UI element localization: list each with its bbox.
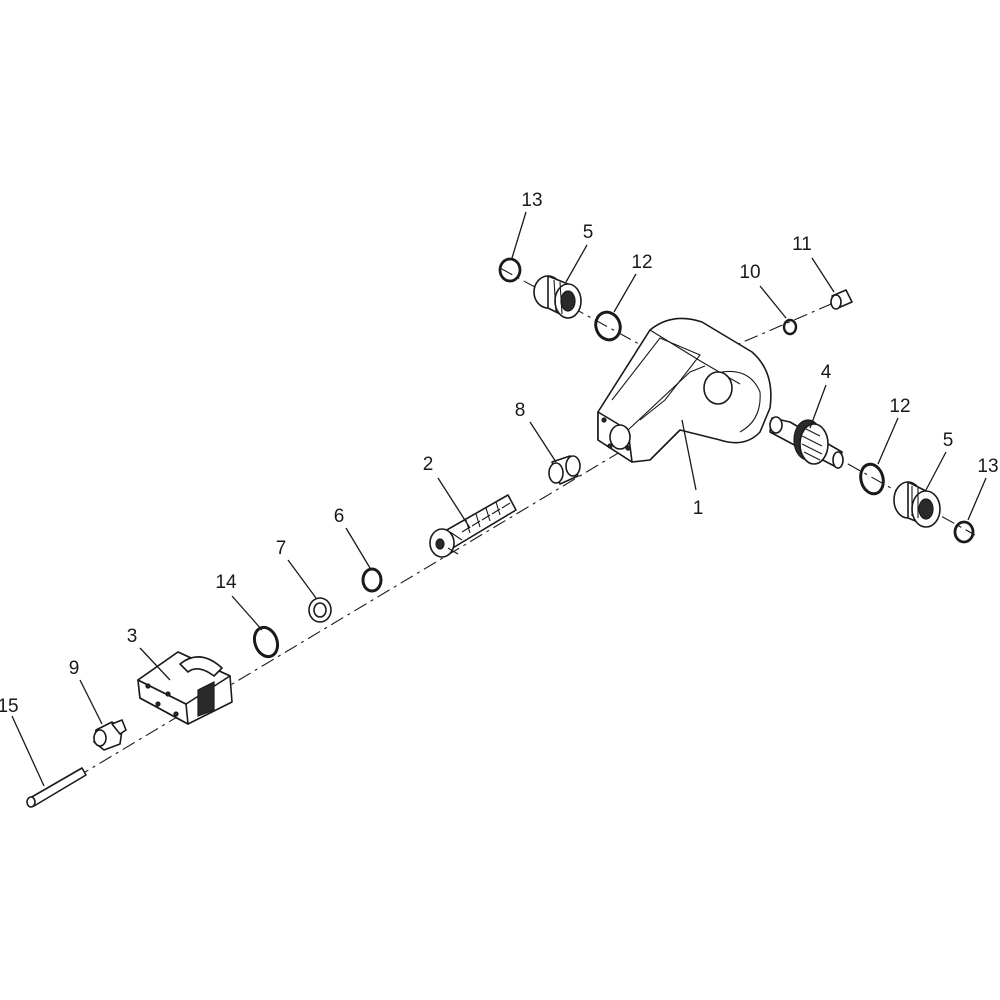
part-o-ring-14 [252, 625, 280, 659]
callout-6: 6 [334, 506, 345, 527]
leader-12-lower [877, 417, 899, 465]
part-spool [429, 494, 517, 558]
leader-13-upper [511, 211, 527, 259]
part-ring-7 [308, 597, 332, 623]
part-ring-10 [782, 318, 798, 336]
callout-13-upper: 13 [521, 190, 542, 211]
callout-5-lower: 5 [943, 430, 954, 451]
callout-7: 7 [276, 538, 287, 559]
callout-2: 2 [423, 454, 434, 475]
part-plug [830, 289, 853, 310]
leader-4 [809, 384, 827, 429]
assembly-axes [29, 267, 976, 806]
part-gear-shaft [769, 416, 844, 469]
leader-12-upper [613, 273, 637, 313]
plug-axis [719, 297, 846, 353]
part-o-ring-6 [361, 567, 383, 593]
leader-14 [231, 595, 263, 631]
leader-3 [139, 647, 171, 681]
callout-9: 9 [69, 658, 80, 679]
part-sleeve [548, 455, 581, 485]
leader-7 [287, 559, 317, 599]
part-o-ring-12-upper [594, 310, 622, 342]
callout-12-upper: 12 [631, 252, 652, 273]
leader-5-upper [565, 244, 588, 283]
callout-1: 1 [693, 498, 704, 519]
callout-8: 8 [515, 400, 526, 421]
part-o-ring-13-lower [953, 520, 975, 544]
leader-13-lower [967, 477, 987, 521]
leader-2 [437, 477, 471, 529]
callout-10: 10 [739, 262, 760, 283]
leader-5-lower [925, 451, 947, 491]
callout-14: 14 [215, 572, 237, 593]
leader-10 [759, 285, 787, 319]
callout-15: 15 [0, 696, 19, 717]
part-o-ring-12-lower [859, 462, 885, 496]
callout-13-lower: 13 [977, 456, 998, 477]
part-fitting [93, 719, 127, 751]
part-o-ring-13-upper [498, 257, 522, 283]
part-housing [597, 317, 772, 463]
leader-8 [529, 421, 557, 463]
callout-labels: 1 2 3 4 5 5 6 7 8 9 10 11 12 12 13 13 14… [0, 190, 999, 717]
leader-15 [11, 715, 45, 787]
leader-1 [681, 419, 697, 491]
callout-4: 4 [821, 362, 832, 383]
leader-9 [79, 679, 103, 725]
callout-11: 11 [792, 234, 812, 255]
leader-lines [11, 211, 987, 787]
main-axis [29, 439, 641, 806]
callout-5-upper: 5 [583, 222, 594, 243]
leader-11 [811, 257, 835, 293]
part-bushing-lower [893, 481, 941, 528]
leader-6 [345, 527, 371, 569]
callout-12-lower: 12 [889, 396, 910, 417]
part-bolt [26, 767, 87, 808]
part-valve-block [137, 651, 233, 725]
part-bushing-upper [533, 275, 582, 319]
callout-3: 3 [127, 626, 138, 647]
